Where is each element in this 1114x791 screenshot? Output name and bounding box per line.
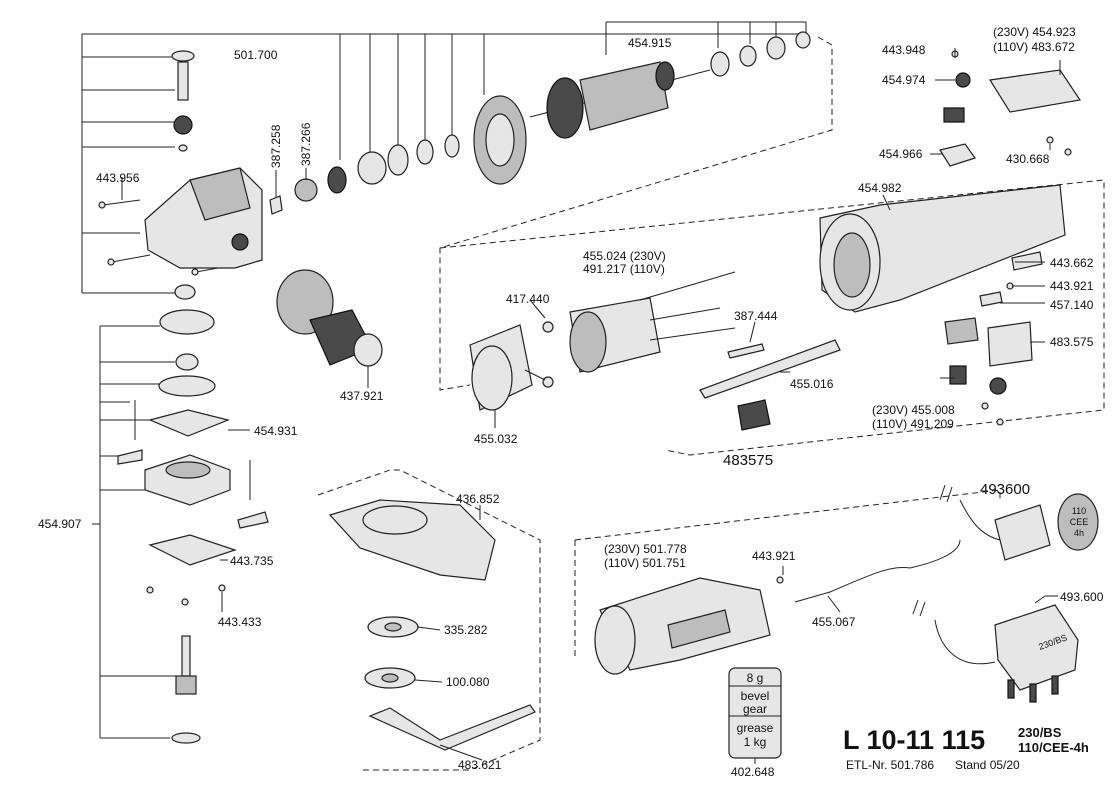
leader-lines [121,48,1061,764]
switch-parts-right [944,251,1043,426]
cee-plug-line1: 110 [1072,506,1086,516]
bracket-501700 [81,33,805,294]
bracket-454907 [92,325,178,739]
label-455024: 455.024 (230V) [583,249,666,263]
flange-335282-part [367,616,419,638]
dashed-boundaries [317,36,1105,771]
bearing-row-part [269,95,527,215]
gear-housing-part [144,167,263,300]
label-443921-bottom: 443.921 [752,549,796,563]
label-443948: 443.948 [882,43,926,57]
label-491209: (110V) 491.209 [872,417,954,431]
label-455032: 455.032 [474,432,518,446]
label-387266: 387.266 [299,122,313,166]
grease-can-part [728,667,782,759]
spindle-cap-part [171,50,195,152]
label-454915: 454.915 [628,36,672,50]
label-491217: 491.217 (110V) [583,262,665,276]
etl-number: ETL-Nr. 501.786 [846,758,934,772]
label-454982: 454.982 [858,181,902,195]
model-variant-1: 230/BS [1018,725,1062,740]
label-387258: 387.258 [269,124,283,168]
label-454974: 454.974 [882,73,926,87]
wrench-part [368,704,536,751]
label-457140: 457.140 [1050,298,1094,312]
label-454923: (230V) 454.923 [993,25,1076,39]
label-454931: 454.931 [254,424,298,438]
label-493600: 493.600 [1060,590,1104,604]
label-417440: 417.440 [506,292,550,306]
label-402648: 402.648 [731,765,775,779]
stator-part [542,271,736,388]
switch-rod-part [699,339,841,431]
label-483672: (110V) 483.672 [993,40,1075,54]
cee-plug-part [994,493,1099,561]
label-501700: 501.700 [234,48,278,62]
side-handle-part [276,269,383,367]
model-title: L 10-11 115 [843,725,985,755]
model-variant-2: 110/CEE-4h [1018,740,1089,755]
cee-plug-line3: 4h [1074,528,1084,538]
label-493600-large: 493600 [980,481,1030,498]
label-483621: 483.621 [458,758,502,772]
label-443735: 443.735 [230,554,274,568]
screws-left [98,199,219,276]
bs-plug-part [994,604,1079,703]
flange-100080-part [364,667,416,689]
grease-line4: 1 kg [744,735,767,749]
label-436852: 436.852 [456,492,500,506]
label-455016: 455.016 [790,377,834,391]
label-443662: 443.662 [1050,256,1094,270]
stand-date: Stand 05/20 [955,758,1020,772]
label-335282: 335.282 [444,623,488,637]
wheel-guard-part [328,499,496,581]
label-100080: 100.080 [446,675,490,689]
label-443956: 443.956 [96,171,140,185]
label-501778: (230V) 501.778 [604,542,687,556]
motor-housing-part [819,184,1066,313]
title-block: L 10-11 115 230/BS 110/CEE-4h ETL-Nr. 50… [843,725,1089,772]
label-501751: (110V) 501.751 [604,556,686,570]
grease-line2: gear [743,702,767,716]
grease-can-text: 8 g bevel gear grease 1 kg [737,671,774,749]
grease-line1: bevel [741,689,770,703]
spindle-stack-part [117,309,269,744]
label-437921: 437.921 [340,389,384,403]
bracket-454915 [605,21,807,55]
label-455067: 455.067 [812,615,856,629]
label-443433: 443.433 [218,615,262,629]
label-454966: 454.966 [879,147,923,161]
grease-amount: 8 g [747,671,764,685]
armature-part [529,31,811,139]
rear-housing-part [594,576,784,675]
cee-plug-line2: CEE [1070,517,1089,527]
rear-cover-part [469,324,533,411]
label-483575: 483.575 [1050,335,1094,349]
grease-line3: grease [737,721,774,735]
label-430668: 430.668 [1006,152,1050,166]
label-443921-top: 443.921 [1050,279,1094,293]
label-483575-large: 483575 [723,452,773,469]
label-455008: (230V) 455.008 [872,403,955,417]
cable-part [794,484,1001,665]
label-387444: 387.444 [734,309,778,323]
label-454907: 454.907 [38,517,82,531]
brush-parts-top [939,50,1082,167]
part-labels: 501.700 454.915 443.948 454.974 (230V) 4… [38,25,1104,779]
